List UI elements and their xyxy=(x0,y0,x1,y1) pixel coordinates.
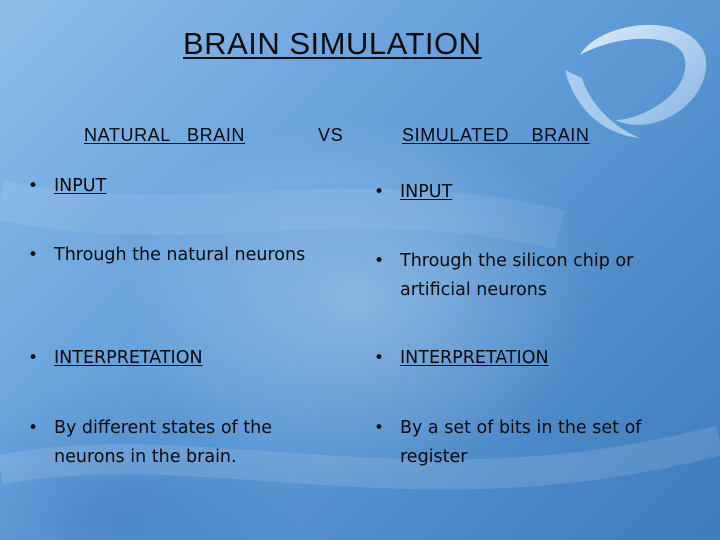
bullet-marker: • xyxy=(28,348,39,368)
right-bullet-interpretation-detail: • By a set of bits in the set of registe… xyxy=(374,414,679,472)
right-bullet-input-detail: • Through the silicon chip or artificial… xyxy=(374,247,674,305)
header-vs: VS xyxy=(318,125,344,145)
left-interpretation-label: INTERPRETATION xyxy=(54,348,203,368)
bullet-marker: • xyxy=(28,245,39,265)
right-interpretation-detail: By a set of bits in the set of register xyxy=(400,418,642,467)
right-input-label: INPUT xyxy=(400,182,453,202)
header-natural-brain: NATURAL BRAIN xyxy=(84,125,246,145)
right-interpretation-label: INTERPRETATION xyxy=(400,348,549,368)
bullet-marker: • xyxy=(28,176,39,196)
right-bullet-input: • INPUT xyxy=(374,178,684,207)
left-input-detail: Through the natural neurons xyxy=(54,245,306,265)
slide-title: BRAIN SIMULATION xyxy=(183,26,482,61)
left-bullet-input: • INPUT xyxy=(28,172,338,201)
bullet-marker: • xyxy=(374,348,385,368)
left-bullet-interpretation-detail: • By different states of the neurons in … xyxy=(28,414,323,472)
left-input-label: INPUT xyxy=(54,176,107,196)
bullet-marker: • xyxy=(374,182,385,202)
left-interpretation-detail: By different states of the neurons in th… xyxy=(54,418,272,467)
right-input-detail: Through the silicon chip or artificial n… xyxy=(400,251,634,300)
bullet-marker: • xyxy=(374,418,385,438)
header-simulated-brain: SIMULATED BRAIN xyxy=(402,125,590,145)
bullet-marker: • xyxy=(374,251,385,271)
bullet-marker: • xyxy=(28,418,39,438)
left-bullet-interpretation: • INTERPRETATION xyxy=(28,344,338,373)
left-bullet-input-detail: • Through the natural neurons xyxy=(28,241,358,270)
right-bullet-interpretation: • INTERPRETATION xyxy=(374,344,684,373)
